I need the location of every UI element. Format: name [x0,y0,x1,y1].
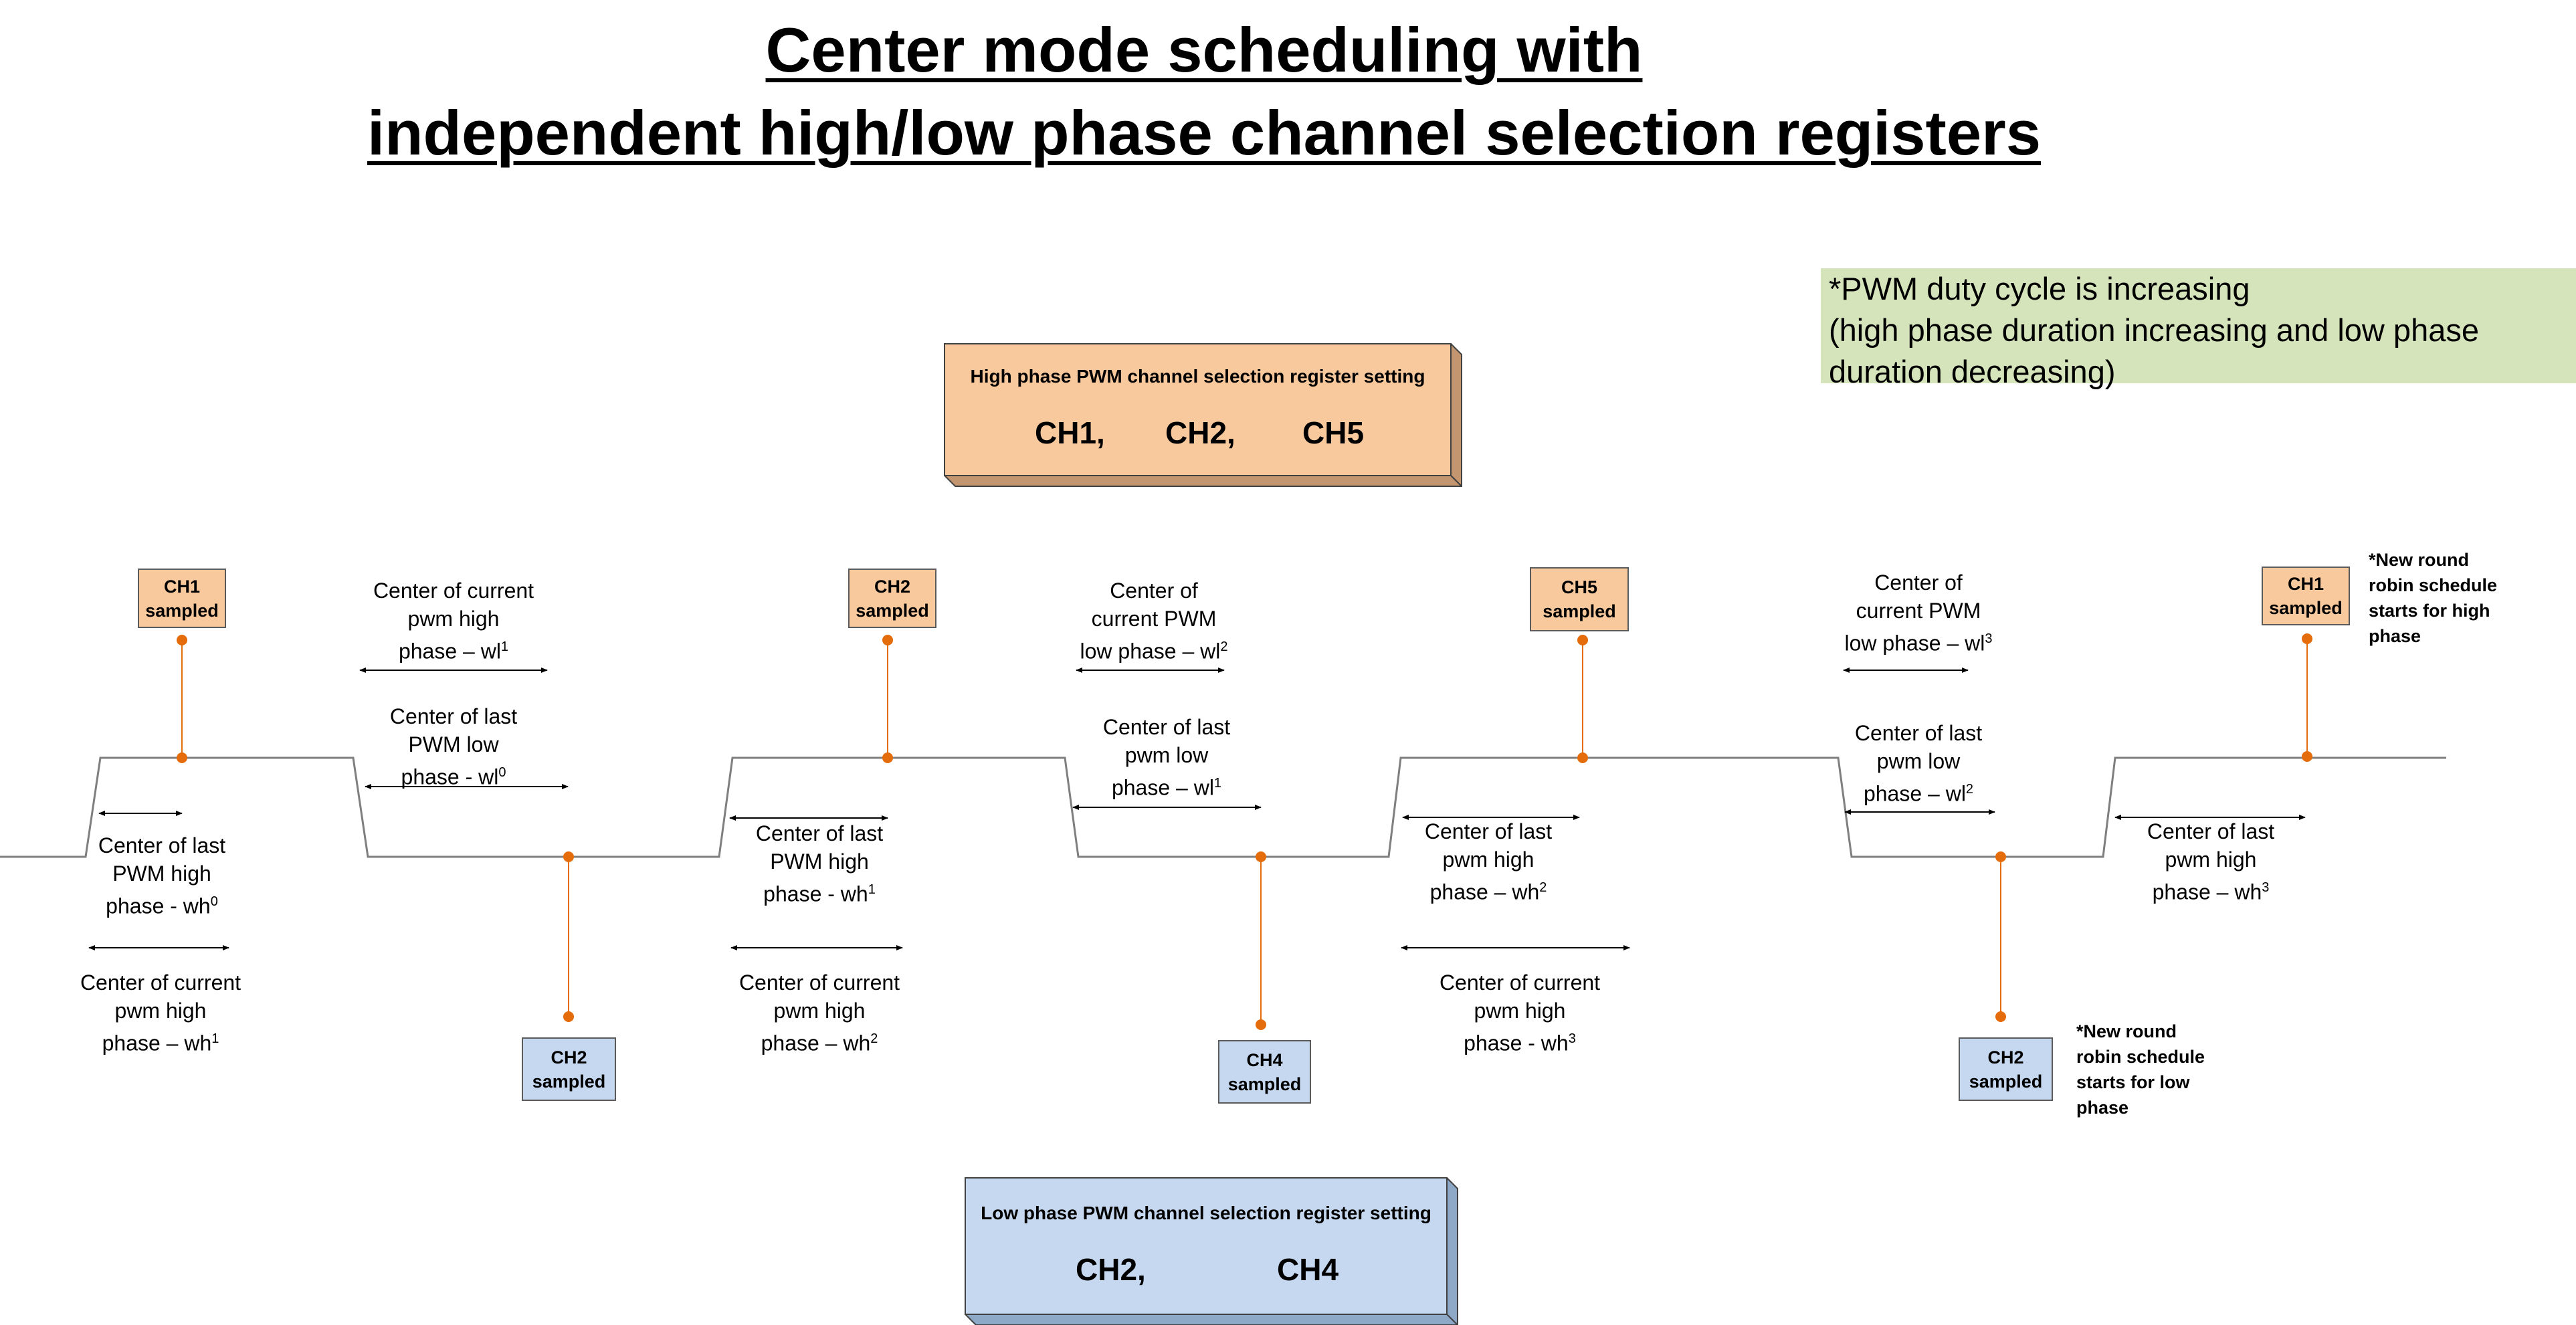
high-register: High phase PWM channel selection registe… [945,344,1451,476]
sample-stems [181,639,2308,1025]
sample-dots [177,633,2312,1030]
title-line-1: Center mode scheduling with [765,15,1643,85]
low-register-box-shape [965,1177,1458,1325]
title-line-2: independent high/low phase channel selec… [367,98,2041,168]
high-register-channel: CH1, [1035,415,1105,450]
low-register: Low phase PWM channel selection register… [965,1178,1447,1314]
high-register-channel: CH2, [1165,415,1235,450]
pwm-waveform [0,756,2446,858]
high-register-title: High phase PWM channel selection registe… [970,366,1425,387]
low-register-channel: CH4 [1277,1252,1339,1287]
high-register-channel: CH5 [1302,415,1365,450]
duty-cycle-note: *PWM duty cycle is increasing (high phas… [1821,268,2576,389]
low-register-title: Low phase PWM channel selection register… [981,1203,1431,1223]
interval-arrows [88,668,2306,950]
low-register-channel: CH2, [1076,1252,1146,1287]
high-register-box-shape [944,343,1462,487]
